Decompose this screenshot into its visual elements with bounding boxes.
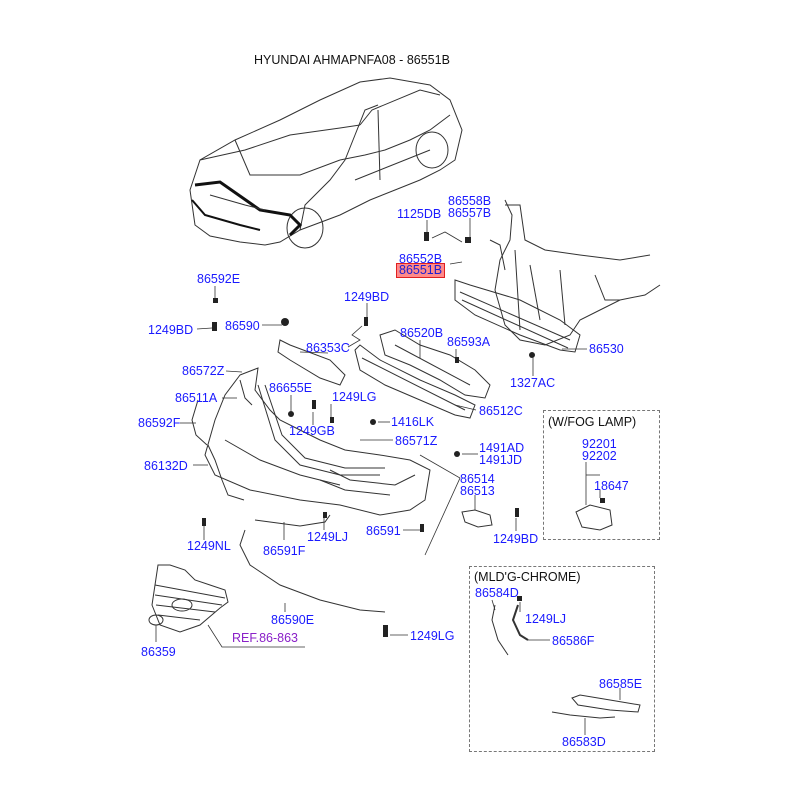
part-label-18647[interactable]: 18647 — [594, 479, 629, 493]
chrome-box-title: (MLD'G-CHROME) — [474, 570, 581, 584]
molding-86592f — [191, 399, 208, 446]
molding-86586f — [511, 604, 529, 641]
part-label-86593a[interactable]: 86593A — [447, 335, 491, 349]
molding-86585e — [571, 694, 641, 713]
reference-link-86-863[interactable]: REF.86-863 — [232, 631, 299, 645]
fasteners — [202, 232, 605, 637]
part-label-86557b[interactable]: 86557B — [448, 206, 492, 220]
part-label-1416lk[interactable]: 1416LK — [391, 415, 435, 429]
strip-86591f — [254, 514, 331, 527]
bumper-lip — [354, 344, 476, 419]
part-label-1249gb[interactable]: 1249GB — [289, 424, 335, 438]
part-label-1125db[interactable]: 1125DB — [397, 207, 442, 221]
emblem-86359 — [148, 614, 164, 626]
part-label-86586f[interactable]: 86586F — [552, 634, 595, 648]
chrome-box — [469, 566, 655, 752]
part-label-86530[interactable]: 86530 — [589, 342, 624, 356]
bracket-86353c — [277, 339, 346, 386]
part-label-86590e[interactable]: 86590E — [271, 613, 315, 627]
energy-absorber — [379, 329, 491, 399]
part-label-86551b-highlighted[interactable]: 86551B — [396, 263, 446, 278]
molding-86584d — [491, 604, 509, 656]
part-label-86513[interactable]: 86513 — [460, 484, 495, 498]
part-label-92202[interactable]: 92202 — [582, 449, 617, 463]
part-label-86591[interactable]: 86591 — [366, 524, 401, 538]
part-label-86520b[interactable]: 86520B — [400, 326, 444, 340]
part-label-86590[interactable]: 86590 — [225, 319, 260, 333]
car-illustration — [189, 77, 463, 249]
fog-lamp-box-title: (W/FOG LAMP) — [548, 415, 637, 429]
part-label-86592e[interactable]: 86592E — [197, 272, 241, 286]
part-label-86511a[interactable]: 86511A — [175, 391, 218, 405]
part-label-86592f[interactable]: 86592F — [138, 416, 181, 430]
part-label-86571z[interactable]: 86571Z — [395, 434, 438, 448]
part-label-86132d[interactable]: 86132D — [144, 459, 188, 473]
part-label-1249bd[interactable]: 1249BD — [344, 290, 390, 304]
fog-cover — [461, 509, 493, 528]
part-label-86585e[interactable]: 86585E — [599, 677, 643, 691]
part-label-86353c[interactable]: 86353C — [306, 341, 350, 355]
part-label-86572z[interactable]: 86572Z — [182, 364, 225, 378]
part-label-1249lg[interactable]: 1249LG — [410, 629, 455, 643]
part-label-1491jd[interactable]: 1491JD — [479, 453, 523, 467]
bumper-cover — [204, 367, 431, 516]
part-label-86584d[interactable]: 86584D — [475, 586, 519, 600]
trim-86572z — [239, 379, 253, 406]
part-label-86359[interactable]: 86359 — [141, 645, 176, 659]
fog-lamp-box — [543, 410, 660, 540]
part-label-1249bd[interactable]: 1249BD — [493, 532, 539, 546]
part-label-86514[interactable]: 86514 — [460, 472, 495, 486]
part-label-1249nl[interactable]: 1249NL — [187, 539, 231, 553]
fog-lamp — [575, 504, 613, 531]
part-label-86655e[interactable]: 86655E — [269, 381, 313, 395]
part-label-92201[interactable]: 92201 — [582, 437, 617, 451]
leader-lines — [155, 218, 621, 735]
part-label-86558b[interactable]: 86558B — [448, 194, 492, 208]
strip-86132d — [207, 444, 245, 501]
part-label-86552b[interactable]: 86552B — [399, 252, 443, 266]
part-label-86512c[interactable]: 86512C — [479, 404, 523, 418]
part-label-1327ac[interactable]: 1327AC — [510, 376, 556, 390]
part-label-86583d[interactable]: 86583D — [562, 735, 606, 749]
radiator-grille — [151, 564, 229, 633]
part-label-1249lg[interactable]: 1249LG — [332, 390, 377, 404]
part-label-1249lj[interactable]: 1249LJ — [525, 612, 567, 626]
part-label-1491ad[interactable]: 1491AD — [479, 441, 525, 455]
part-label-86591f[interactable]: 86591F — [263, 544, 306, 558]
molding-86583d — [551, 711, 616, 719]
carrier-assembly — [454, 199, 661, 353]
strip-86590e — [239, 529, 386, 613]
diagram-title: HYUNDAI AHMAPNFA08 - 86551B — [254, 53, 450, 67]
part-label-1249bd[interactable]: 1249BD — [148, 323, 194, 337]
part-label-1249lj[interactable]: 1249LJ — [307, 530, 349, 544]
